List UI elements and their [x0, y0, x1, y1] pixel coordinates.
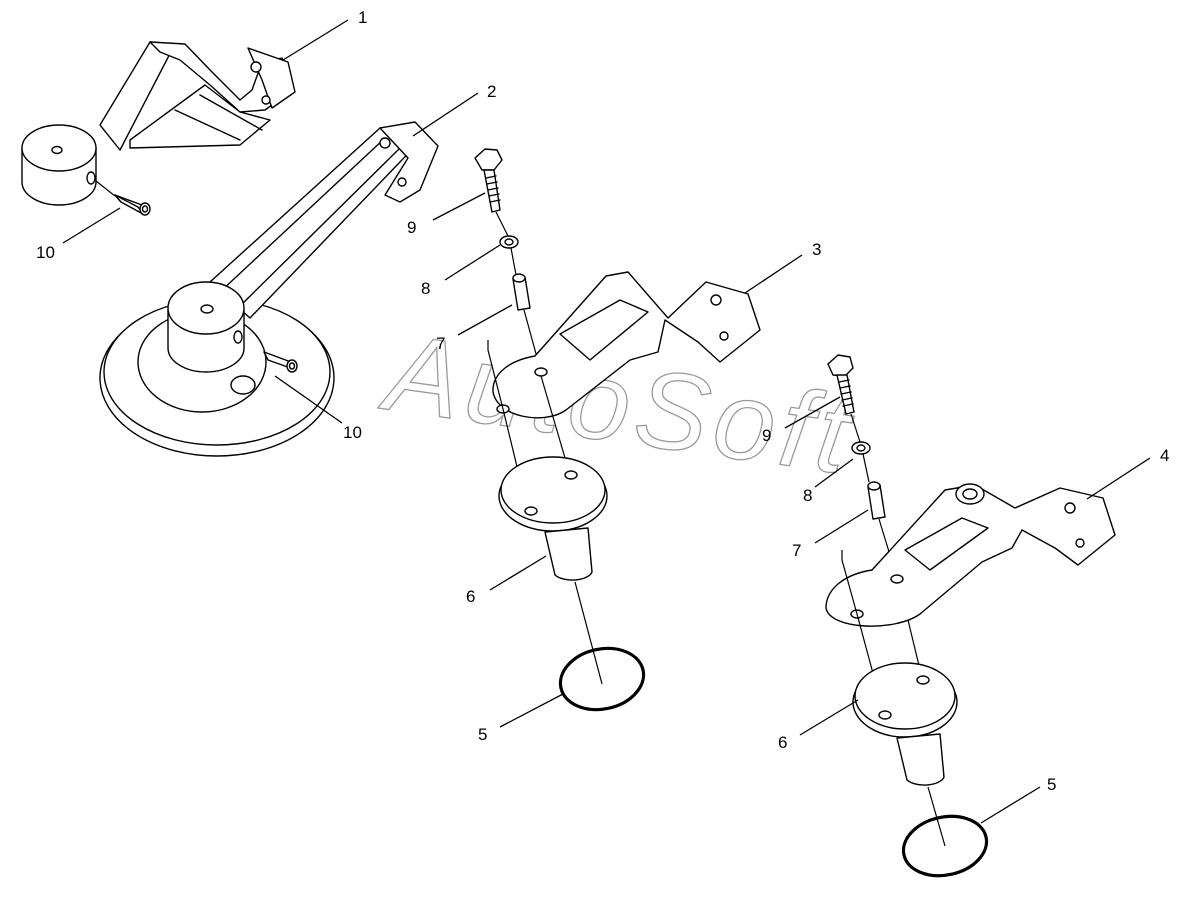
callout-9-right: 9 — [762, 426, 771, 445]
callout-7-right: 7 — [792, 541, 801, 560]
callout-1: 1 — [358, 8, 367, 27]
callout-5-right: 5 — [1047, 775, 1056, 794]
part-2-arm-with-disc — [99, 121, 439, 457]
part-10-pin-upper — [95, 180, 151, 216]
right-assembly — [825, 354, 1116, 878]
callout-6-left: 6 — [466, 587, 475, 606]
callout-2: 2 — [487, 82, 496, 101]
leader-lines — [62, 19, 1151, 824]
callout-8-right: 8 — [803, 486, 812, 505]
callout-9-left: 9 — [407, 218, 416, 237]
left-assembly — [474, 148, 761, 712]
part-1-arm — [21, 41, 296, 206]
callout-8-left: 8 — [421, 279, 430, 298]
callout-7-left: 7 — [436, 334, 445, 353]
callout-3: 3 — [812, 240, 821, 259]
part-10-pin-lower — [263, 351, 298, 373]
callout-10-lower: 10 — [343, 423, 362, 442]
callout-4: 4 — [1160, 446, 1169, 465]
callout-labels: 1 2 3 4 5 5 6 6 7 7 8 8 9 9 10 10 — [36, 8, 1169, 794]
callout-6-right: 6 — [778, 733, 787, 752]
callout-5-left: 5 — [478, 725, 487, 744]
callout-10-upper: 10 — [36, 243, 55, 262]
